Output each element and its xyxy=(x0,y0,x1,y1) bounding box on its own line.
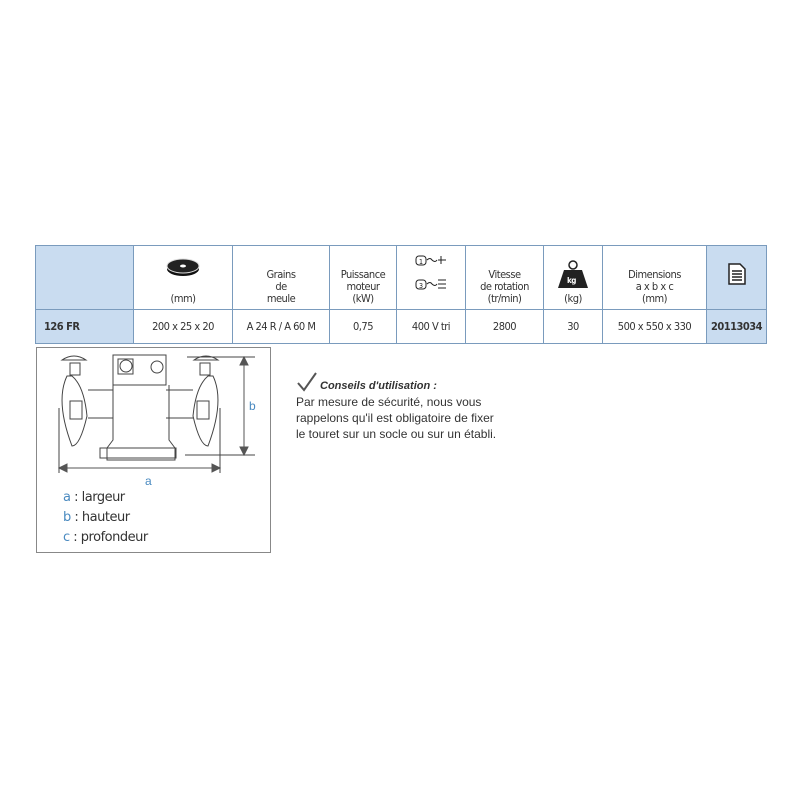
legend-c: c : profondeur xyxy=(63,530,148,545)
legend-b: b : hauteur xyxy=(63,510,130,525)
header-power: Puissance moteur (kW) xyxy=(329,245,397,310)
table-row: 126 FR 200 x 25 x 20 A 24 R / A 60 M 0,7… xyxy=(35,309,767,344)
power-plug-icon: 13 xyxy=(415,255,446,290)
usage-tips: Conseils d'utilisation : Par mesure de s… xyxy=(296,372,497,442)
power-cell: 0,75 xyxy=(329,309,397,344)
legend-a: a : largeur xyxy=(63,490,125,505)
document-icon xyxy=(727,263,746,285)
tips-line: le touret sur un socle ou sur un établi. xyxy=(296,427,497,441)
speed-cell: 2800 xyxy=(465,309,544,344)
header-blank xyxy=(35,245,134,310)
tips-line: Par mesure de sécurité, nous vous xyxy=(296,395,482,409)
checkmark-icon xyxy=(297,372,317,392)
header-reference xyxy=(706,245,767,310)
weight-cell: 30 xyxy=(543,309,603,344)
grinding-wheel-icon xyxy=(166,258,200,276)
header-dimensions: Dimensions a x b x c (mm) xyxy=(602,245,707,310)
header-speed: Vitesse de rotation (tr/min) xyxy=(465,245,544,310)
voltage-cell: 400 V tri xyxy=(396,309,466,344)
bench-grinder-drawing: a b xyxy=(57,354,256,488)
header-weight: kg (kg) xyxy=(543,245,603,310)
header-grains: Grains de meule xyxy=(232,245,330,310)
tips-title: Conseils d'utilisation : xyxy=(320,380,437,392)
dimension-a-label: a xyxy=(145,474,152,488)
header-wheel: (mm) xyxy=(133,245,233,310)
wheel-size-cell: 200 x 25 x 20 xyxy=(133,309,233,344)
model-cell: 126 FR xyxy=(35,309,134,344)
dimension-b-label: b xyxy=(249,399,256,413)
svg-text:3: 3 xyxy=(419,282,423,290)
reference-cell: 20113034 xyxy=(706,309,767,344)
header-label: (mm) xyxy=(170,292,196,305)
tips-line: rappelons qu'il est obligatoire de fixer xyxy=(296,411,494,425)
header-label: (kg) xyxy=(564,292,582,305)
weight-kg-icon: kg xyxy=(558,260,588,288)
dimension-diagram: a b a : largeur b : hauteur c : profonde… xyxy=(36,347,271,553)
spec-table: (mm) Grains de meule Puissance moteur (k… xyxy=(35,245,767,344)
svg-text:1: 1 xyxy=(419,258,423,266)
dimensions-cell: 500 x 550 x 330 xyxy=(602,309,707,344)
grains-cell: A 24 R / A 60 M xyxy=(232,309,330,344)
svg-text:kg: kg xyxy=(567,276,576,285)
